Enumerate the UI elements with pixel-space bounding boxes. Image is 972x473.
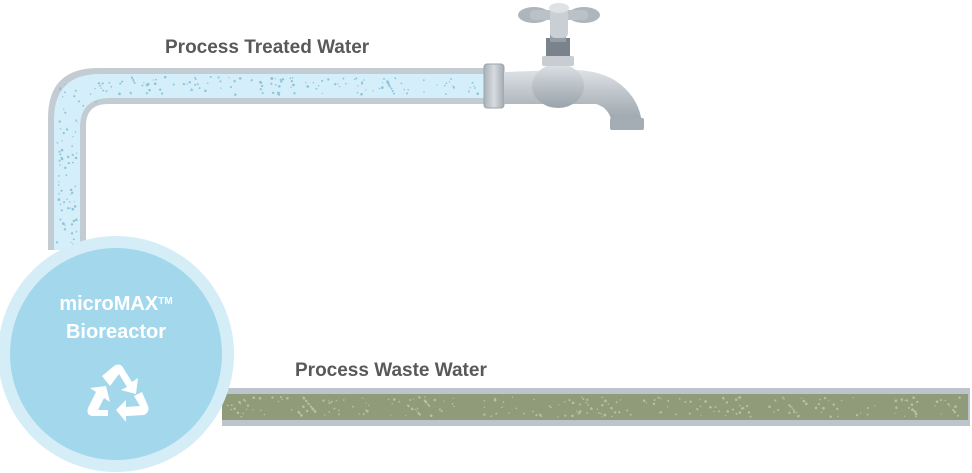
treated-water-label: Process Treated Water bbox=[165, 37, 370, 58]
recycle-icon bbox=[87, 364, 149, 422]
treated-water-pipe bbox=[48, 68, 492, 250]
bioreactor-name: microMAXTM bbox=[10, 290, 222, 318]
waste-water-pipe bbox=[222, 388, 970, 426]
trademark-mark: TM bbox=[158, 296, 173, 307]
bioreactor-brand: microMAX bbox=[59, 293, 159, 315]
bioreactor-type: Bioreactor bbox=[65, 321, 167, 343]
faucet-icon bbox=[483, 3, 644, 130]
bioreactor bbox=[0, 236, 234, 472]
waste-water-label: Process Waste Water bbox=[295, 360, 487, 381]
